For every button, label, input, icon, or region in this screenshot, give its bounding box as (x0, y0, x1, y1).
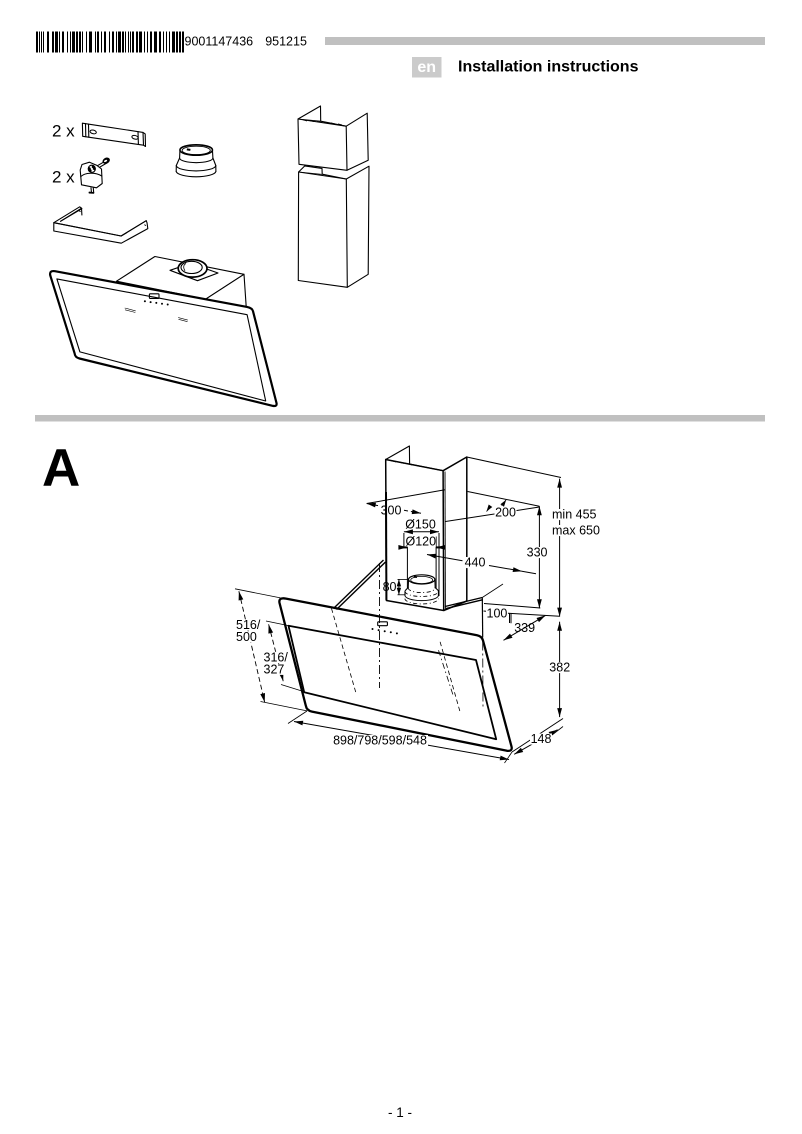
svg-text:516/: 516/ (236, 618, 261, 632)
svg-text:951215: 951215 (265, 35, 307, 49)
svg-text:440: 440 (465, 556, 486, 570)
svg-text:898/798/598/548: 898/798/598/548 (333, 734, 427, 748)
svg-text:2 x: 2 x (52, 168, 75, 187)
svg-text:300: 300 (381, 504, 402, 518)
svg-text:A: A (42, 439, 80, 498)
svg-text:en: en (417, 59, 436, 76)
svg-text:Installation instructions: Installation instructions (458, 59, 639, 76)
svg-text:80: 80 (383, 580, 397, 594)
svg-text:327: 327 (264, 662, 285, 676)
svg-text:148: 148 (531, 732, 552, 746)
svg-text:Ø150: Ø150 (405, 518, 436, 532)
svg-text:500: 500 (236, 630, 257, 644)
svg-text:316/: 316/ (264, 650, 289, 664)
svg-text:Ø120: Ø120 (406, 534, 437, 548)
svg-text:330: 330 (527, 546, 548, 560)
svg-text:min 455: min 455 (552, 508, 597, 522)
svg-text:9001147436: 9001147436 (185, 35, 254, 49)
svg-text:max 650: max 650 (552, 524, 600, 538)
svg-text:100: 100 (487, 607, 508, 621)
svg-text:200: 200 (495, 506, 516, 520)
svg-text:2 x: 2 x (52, 122, 75, 141)
svg-text:382: 382 (549, 661, 570, 675)
svg-text:- 1 -: - 1 - (388, 1105, 412, 1120)
